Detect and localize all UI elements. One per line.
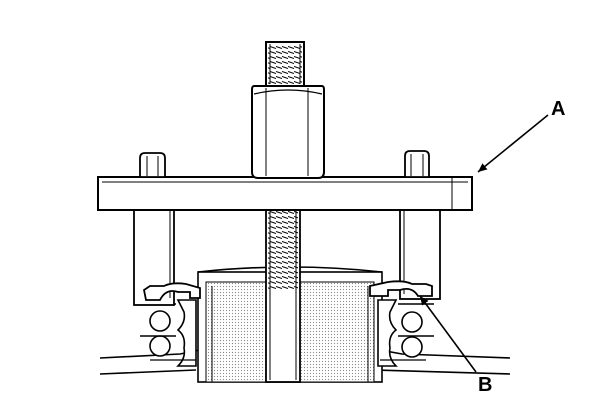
callout-b-label: B (478, 374, 492, 396)
right-ball-lower (401, 336, 423, 358)
top-threaded-stub (265, 41, 305, 87)
center-spindle (265, 199, 301, 383)
hex-nut (251, 85, 325, 179)
left-ball-upper (149, 310, 171, 332)
callout-a-leader (477, 114, 549, 173)
puller-crossbar (97, 176, 473, 211)
left-bearing (140, 296, 197, 367)
right-bearing (377, 299, 434, 367)
right-stud (404, 150, 430, 178)
right-ball-upper (401, 311, 423, 333)
right-jaw (369, 196, 441, 300)
callout-a-label: A (551, 98, 565, 120)
callout-b-leader (419, 295, 477, 373)
left-ball-lower (149, 335, 171, 357)
left-jaw (133, 198, 201, 306)
left-stud (139, 152, 166, 178)
